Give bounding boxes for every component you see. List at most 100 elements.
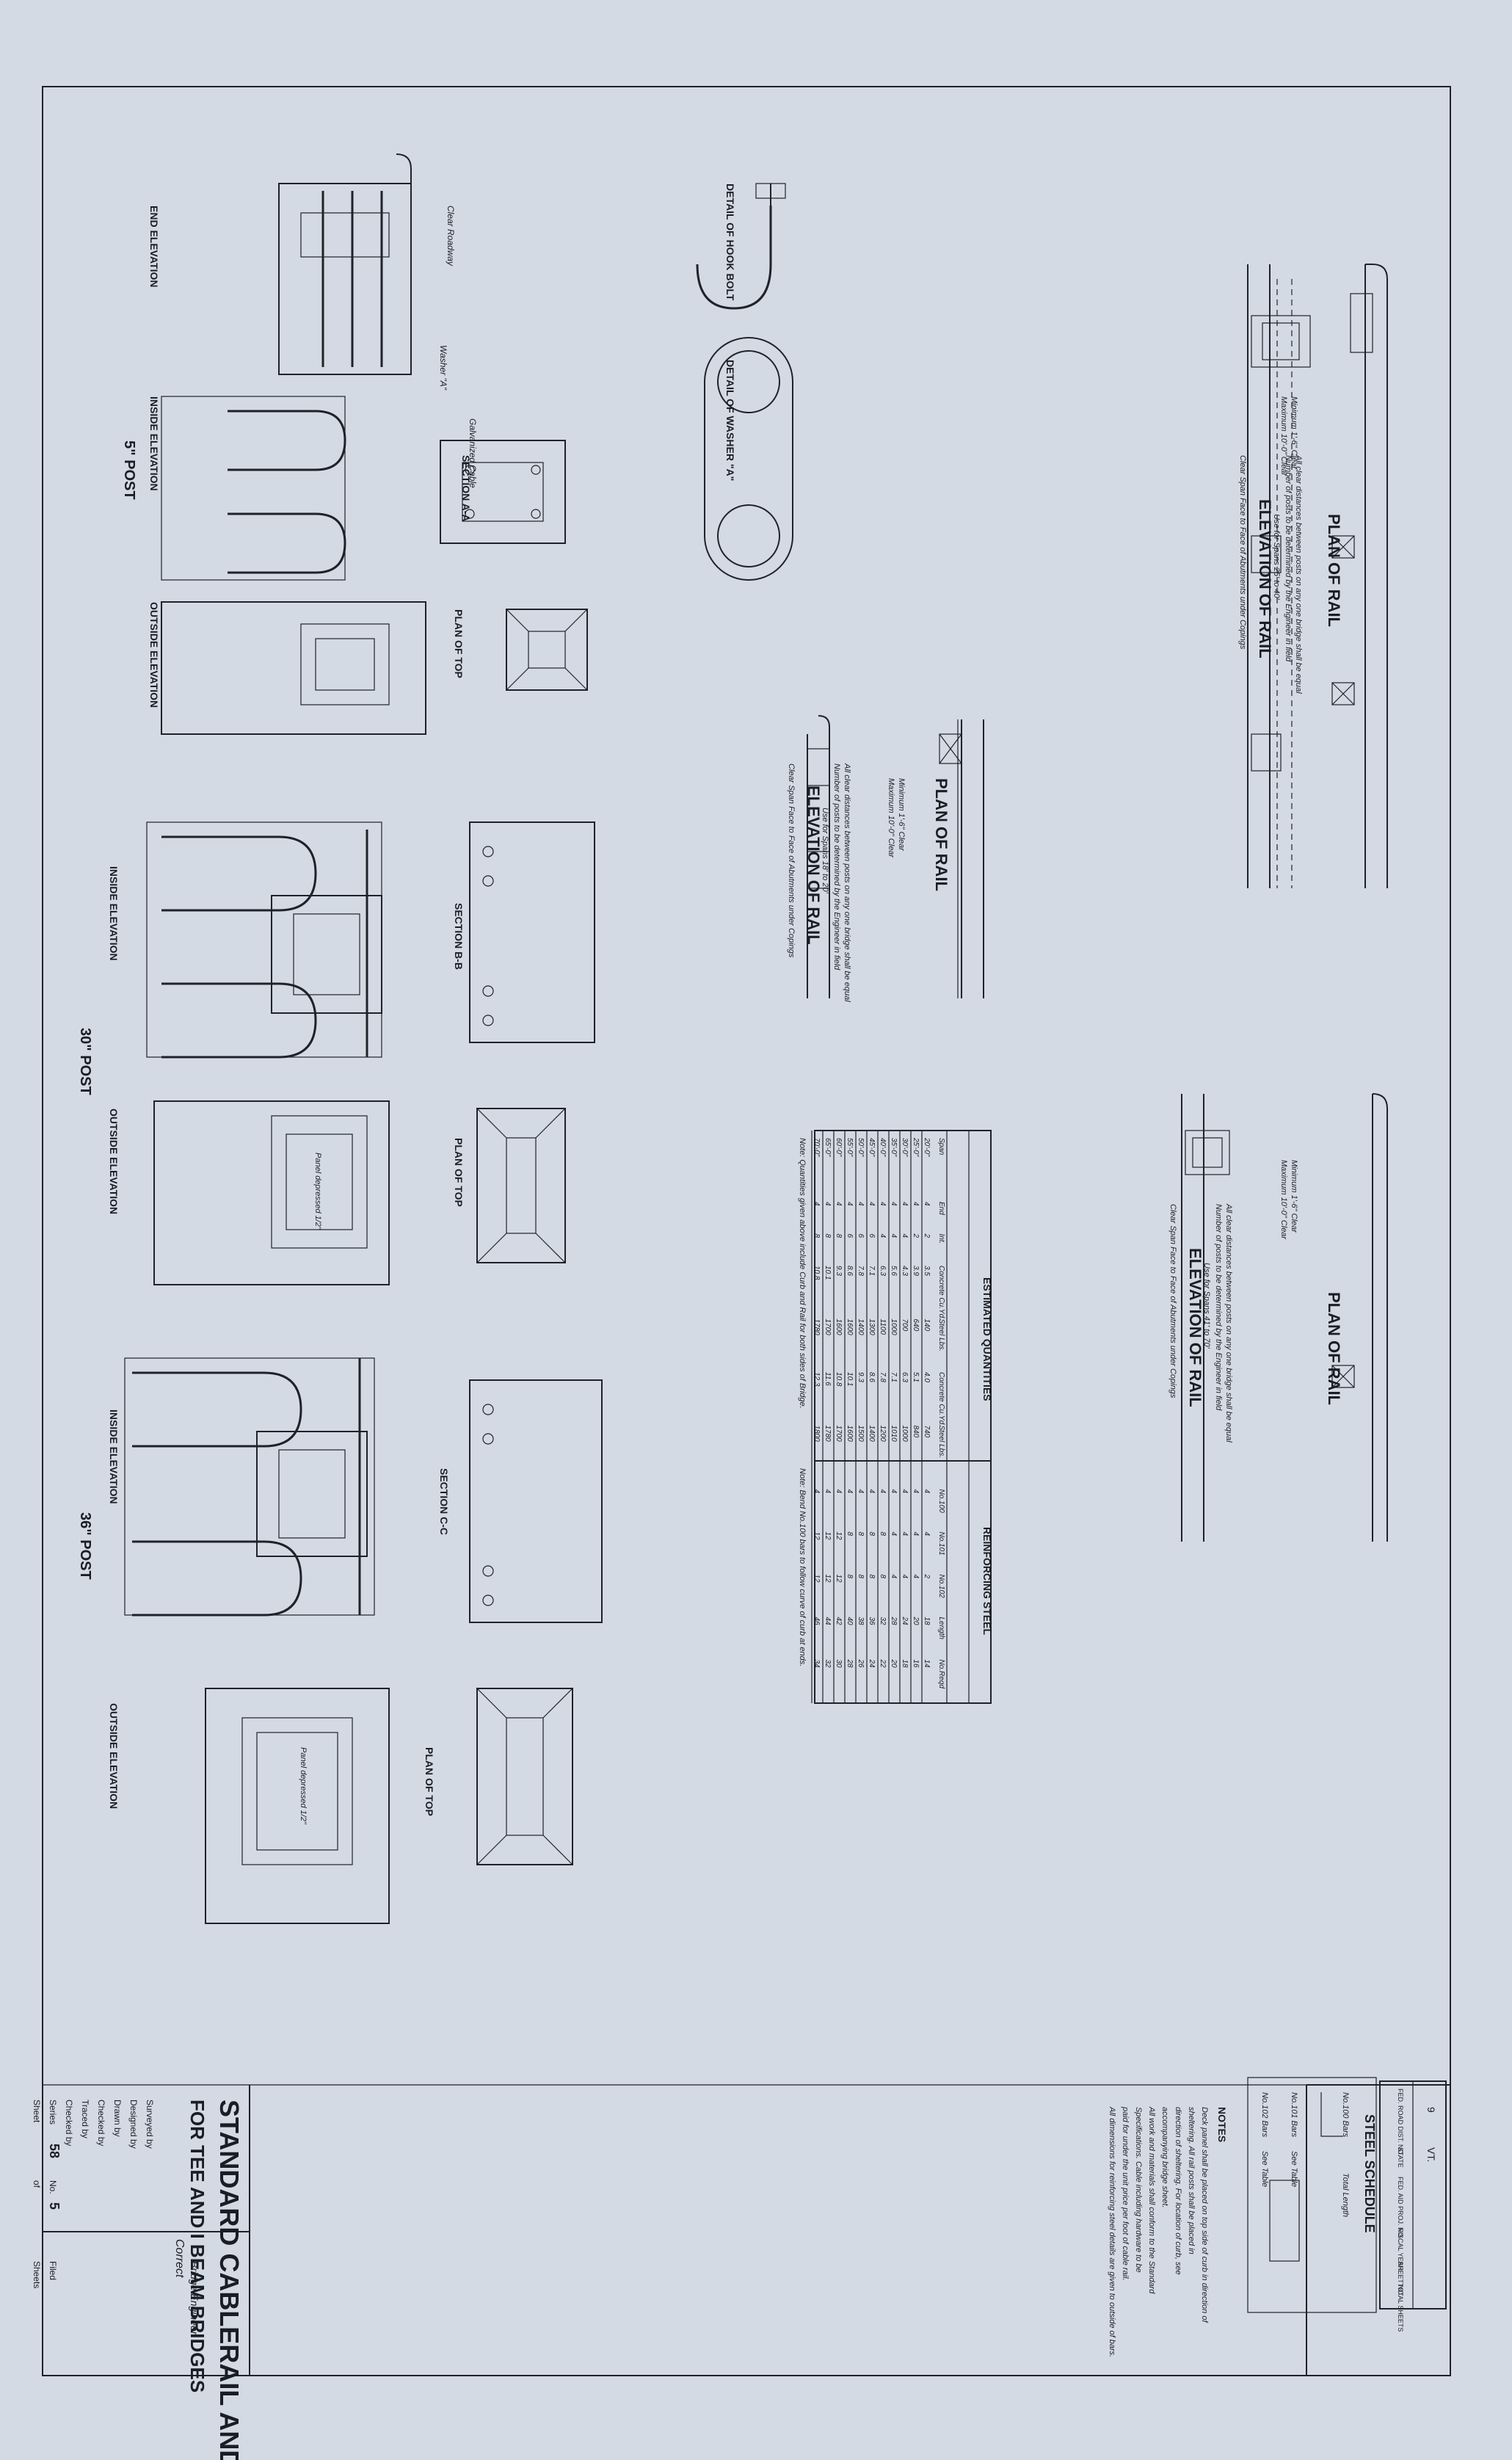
quantities-cell: 1780 — [813, 1319, 821, 1336]
plan-of-top-5-title: PLAN OF TOP — [453, 609, 465, 678]
quantities-cell: 3.5 — [923, 1266, 931, 1276]
elevation-rail-2-sub: Use for Spans 18' to 20' — [821, 808, 829, 894]
quantities-cell: 4 — [868, 1202, 876, 1206]
elevation-of-rail-1-title: ELEVATION OF RAIL — [1256, 499, 1274, 658]
quantities-cell: 30 — [835, 1660, 843, 1669]
quantities-cell: 11.6 — [824, 1372, 832, 1386]
quantities-cell: 5.6 — [890, 1266, 898, 1276]
no-label: No. — [48, 2180, 58, 2194]
note-line-1: Deck panel shall be placed on top side o… — [1200, 2107, 1209, 2323]
quantities-cell: 12 — [813, 1532, 821, 1541]
no-value: 5 — [47, 2202, 62, 2210]
quantities-cell: 4 — [901, 1490, 909, 1494]
quantities-cell: 4 — [835, 1202, 843, 1206]
quantities-header: No.Reqd — [937, 1660, 945, 1689]
elev-rail-3-clear-span: Clear Span Face to Face of Abutments und… — [1168, 1204, 1177, 1398]
quantities-cell: 50'-0" — [857, 1138, 865, 1157]
quantities-cell: 6 — [857, 1234, 865, 1238]
quantities-cell: 4 — [890, 1490, 898, 1494]
quantities-cell: 840 — [912, 1426, 920, 1438]
quantities-cell: 4 — [813, 1202, 821, 1206]
quantities-cell: 4 — [923, 1490, 931, 1494]
quantities-cell: 4 — [857, 1490, 865, 1494]
quantities-cell: 10.8 — [835, 1372, 843, 1387]
quantities-cell: 9.3 — [835, 1266, 843, 1276]
plan-rail-1-min-clear: Minimum 1'-6" Clear — [1290, 396, 1298, 470]
checked-by-2: Checked by — [64, 2100, 74, 2146]
quantities-cell: 1600 — [846, 1426, 854, 1443]
post-5-drawings: Clear Roadway Washer "A" Galvanized Cabl… — [121, 153, 588, 735]
plan-rail-1-max-clear: Maximum 10'-0" Clear — [1279, 396, 1288, 476]
rail-drawing-1: PLAN OF RAIL Minimum 1'-6" Clear Maximum… — [1238, 264, 1388, 888]
quantities-header: No.102 — [937, 1575, 945, 1599]
checked-by: Checked by — [96, 2100, 106, 2146]
quantities-cell: 3.9 — [912, 1266, 920, 1276]
quantities-cell: 4 — [879, 1234, 887, 1238]
quantities-cell: 4 — [923, 1202, 931, 1206]
quantities-cell: 24 — [901, 1617, 909, 1626]
quantities-cell: 4 — [868, 1490, 876, 1494]
quantities-cell: 4 — [912, 1490, 920, 1494]
quantities-note-2: Note: Bend No.100 bars to follow curve o… — [798, 1468, 807, 1666]
quantities-cell: 65'-0" — [824, 1138, 832, 1157]
steel-schedule: STEEL SCHEDULE No.100 Bars Total Length … — [1247, 2077, 1377, 2313]
section-c-c-title: SECTION C-C — [438, 1468, 450, 1535]
quantities-cell: 4 — [901, 1532, 909, 1536]
post-36-title: 36" POST — [77, 1512, 93, 1580]
section-b-b-title: SECTION B-B — [453, 903, 465, 970]
quantities-cell: 28 — [890, 1617, 898, 1626]
plan-rail-3-max-clear: Maximum 10'-0" Clear — [1279, 1160, 1288, 1240]
elev-rail-1-posts-note: Number of posts to be determined by the … — [1284, 455, 1293, 662]
fed-header-district: FED. ROAD DIST. NO. — [1397, 2089, 1404, 2156]
quantities-cell: 45'-0" — [868, 1138, 876, 1157]
plan-rail-2-min-clear: Minimum 1'-6" Clear — [897, 778, 906, 852]
washer-detail: DETAIL OF WASHER "A" — [704, 337, 793, 581]
quantities-header: No.101 — [937, 1532, 945, 1556]
notes: NOTES Deck panel shall be placed on top … — [1108, 2106, 1228, 2357]
rail-drawing-3: PLAN OF RAIL Minimum 1'-6" Clear Maximum… — [1168, 1093, 1388, 1542]
quantities-cell: 2 — [923, 1233, 931, 1238]
quantities-cell: 1400 — [857, 1319, 865, 1336]
note-line-7: paid for under the unit price per foot o… — [1121, 2106, 1130, 2281]
quantities-table: ESTIMATED QUANTITIES REINFORCING STEEL S… — [798, 1130, 993, 1704]
quantities-cell: 12.3 — [813, 1372, 821, 1387]
quantities-cell: 12 — [835, 1532, 843, 1541]
quantities-header: Concrete Cu.Yd. — [937, 1266, 945, 1320]
quantities-cell: 8 — [857, 1575, 865, 1579]
elevation-rail-1-sub: Use for Spans 25' to 40' — [1272, 514, 1281, 601]
quantities-cell: 8 — [835, 1234, 843, 1238]
quantities-cell: 4 — [890, 1532, 898, 1536]
quantities-cell: 8 — [857, 1532, 865, 1536]
quantities-cell: 16 — [912, 1660, 920, 1669]
quantities-cell: 700 — [901, 1319, 909, 1332]
post-36-drawings: SECTION C-C PLAN OF TOP Panel depressed … — [77, 1357, 603, 1924]
fed-header-year: FISCAL YEAR — [1397, 2228, 1404, 2271]
quantities-cell: 8 — [813, 1234, 821, 1238]
quantities-cell: 20'-0" — [923, 1137, 931, 1157]
quantities-cell: 34 — [813, 1660, 821, 1669]
rail-drawing-2: PLAN OF RAIL Minimum 1'-6" Clear Maximum… — [787, 715, 984, 1002]
quantities-cell: 28 — [846, 1659, 854, 1669]
quantities-cell: 14 — [923, 1660, 931, 1669]
inside-elevation-5-title: INSIDE ELEVATION — [148, 396, 160, 491]
sheet-label: Sheet — [32, 2100, 42, 2123]
quantities-cell: 7.1 — [890, 1372, 898, 1382]
outside-elevation-36-title: OUTSIDE ELEVATION — [108, 1703, 120, 1809]
elev-rail-2-distance-note: All clear distances between posts on any… — [843, 763, 851, 1002]
sheets-label: Sheets — [32, 2261, 42, 2288]
elev-rail-1-clear-span: Clear Span Face to Face of Abutments und… — [1238, 455, 1247, 650]
quantities-header: Steel Lbs. — [937, 1426, 945, 1458]
quantities-cell: 26 — [857, 1659, 865, 1669]
quantities-cell: 38 — [857, 1617, 865, 1626]
schedule-item-length: Total Length — [1341, 2173, 1350, 2217]
quantities-cell: 1400 — [868, 1426, 876, 1443]
title-block: STANDARD CABLERAIL AND CURB FOR TEE AND … — [32, 2084, 1450, 2460]
notes-heading: NOTES — [1216, 2107, 1228, 2142]
quantities-cell: 70'-0" — [813, 1138, 821, 1157]
plan-of-top-30-title: PLAN OF TOP — [453, 1138, 465, 1207]
quantities-cell: 8.6 — [846, 1266, 854, 1276]
quantities-header: No.100 — [937, 1490, 945, 1514]
quantities-cell: 140 — [923, 1319, 931, 1332]
quantities-title: ESTIMATED QUANTITIES — [981, 1277, 993, 1401]
quantities-cell: 10.1 — [846, 1372, 854, 1386]
